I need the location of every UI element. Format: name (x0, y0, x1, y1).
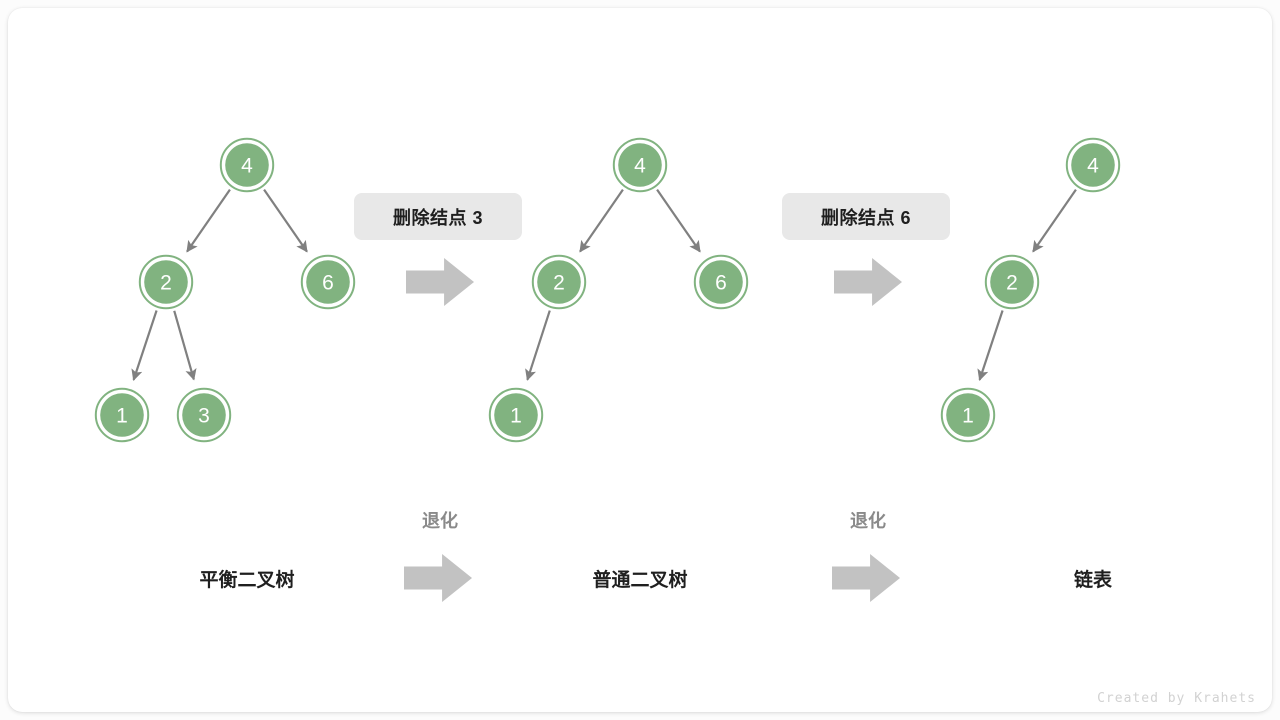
tree-node-ring (1065, 137, 1121, 193)
tree-node: 6 (300, 254, 356, 310)
tree-node-ring (300, 254, 356, 310)
tree-node: 4 (612, 137, 668, 193)
tree-node-gap (696, 257, 746, 307)
tree-node-gap (534, 257, 584, 307)
tree-node-fill (699, 260, 743, 304)
tree-edge (525, 310, 551, 381)
tree-edge (263, 189, 308, 253)
tree-node-label: 6 (715, 272, 727, 295)
tree-node-fill (1071, 143, 1115, 187)
tree-node-ring (94, 387, 150, 443)
degrade-label-degrade-1: 退化 (422, 511, 458, 531)
tree-node: 3 (176, 387, 232, 443)
tree-node-label: 4 (241, 155, 253, 178)
diagram-card (8, 8, 1272, 712)
tree-node-label: 3 (198, 405, 210, 428)
tree-node-label: 4 (1087, 155, 1099, 178)
tree-node-ring (531, 254, 587, 310)
watermark-text: Created by Krahets (1097, 691, 1256, 706)
tree-node: 1 (94, 387, 150, 443)
tree-node: 4 (1065, 137, 1121, 193)
block-arrow-arrow-top-1 (406, 258, 474, 306)
tree-node-gap (303, 257, 353, 307)
tree-node-label: 1 (962, 405, 974, 428)
tree-edge (186, 189, 231, 253)
tree-node-ring (488, 387, 544, 443)
tree-node: 4 (219, 137, 275, 193)
tree-node-gap (222, 140, 272, 190)
tree-node-gap (97, 390, 147, 440)
caption-balanced: 平衡二叉树 (199, 570, 295, 591)
tree-edges (131, 189, 1077, 381)
tree-node: 2 (984, 254, 1040, 310)
tree-node-fill (144, 260, 188, 304)
block-arrows (404, 258, 902, 602)
tree-node-gap (1068, 140, 1118, 190)
tree-node-gap (943, 390, 993, 440)
tree-node: 1 (488, 387, 544, 443)
degrade-label-degrade-2: 退化 (850, 511, 886, 531)
tree-node-label: 1 (510, 405, 522, 428)
tree-edge (977, 310, 1004, 381)
tree-node: 2 (138, 254, 194, 310)
block-arrow-arrow-bottom-1 (404, 554, 472, 602)
tree-node-fill (990, 260, 1034, 304)
tree-node-label: 2 (553, 272, 565, 295)
block-arrow-arrow-top-2 (834, 258, 902, 306)
tree-node-fill (306, 260, 350, 304)
tree-node-label: 4 (634, 155, 646, 178)
operation-tag-delete-6: 删除结点 6 (782, 193, 950, 240)
tree-edge (656, 189, 701, 253)
block-arrow-arrow-bottom-2 (832, 554, 900, 602)
tree-node: 1 (940, 387, 996, 443)
tree-node-ring (612, 137, 668, 193)
tree-node-fill (494, 393, 538, 437)
tree-edge (131, 310, 158, 381)
tree-node-label: 1 (116, 405, 128, 428)
tree-node-ring (138, 254, 194, 310)
tree-edge (579, 189, 624, 253)
tree-node-gap (491, 390, 541, 440)
tree-node-ring (984, 254, 1040, 310)
tree-node-gap (987, 257, 1037, 307)
tree-node-ring (693, 254, 749, 310)
tree-node-fill (225, 143, 269, 187)
caption-ordinary: 普通二叉树 (592, 570, 688, 591)
caption-list: 链表 (1073, 570, 1113, 591)
tree-node-ring (219, 137, 275, 193)
tree-node-label: 2 (160, 272, 172, 295)
tree-node-fill (537, 260, 581, 304)
tree-node-ring (940, 387, 996, 443)
tree-node-fill (618, 143, 662, 187)
tree-node-label: 2 (1006, 272, 1018, 295)
tree-node-ring (176, 387, 232, 443)
tree-node-label: 6 (322, 272, 334, 295)
tree-node-gap (141, 257, 191, 307)
tree-node-gap (615, 140, 665, 190)
tree-edge (1032, 189, 1077, 253)
tree-nodes: 4 2 6 1 3 4 2 6 1 4 2 1 (94, 137, 1121, 443)
operation-tag-delete-3: 删除结点 3 (354, 193, 522, 240)
tree-node-fill (946, 393, 990, 437)
tree-node-fill (182, 393, 226, 437)
tree-node: 6 (693, 254, 749, 310)
tree-node-gap (179, 390, 229, 440)
tree-node-fill (100, 393, 144, 437)
tree-edge (173, 310, 197, 381)
tree-node: 2 (531, 254, 587, 310)
